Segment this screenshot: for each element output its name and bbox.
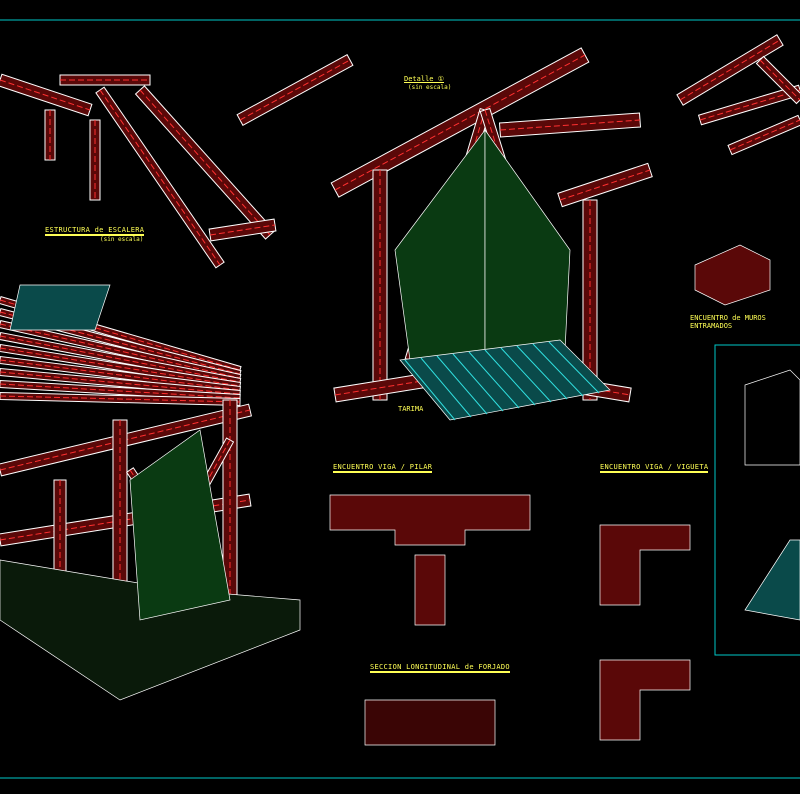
wood-grain — [0, 395, 241, 403]
wood-grain — [0, 347, 241, 387]
infill-walls — [0, 128, 571, 701]
wood-grain — [0, 335, 241, 383]
wood-grain — [759, 59, 800, 101]
timber-beam — [755, 55, 800, 105]
floorboard-label: TARIMA — [398, 405, 424, 413]
stair-title: ESTRUCTURA de ESCALERA — [45, 226, 145, 236]
joist-detail-1 — [599, 524, 691, 606]
floorboard-line — [548, 341, 600, 394]
wood-grain — [0, 79, 91, 111]
wood-grain — [0, 323, 241, 379]
walls-joint-subtitle: ENTRAMADOS — [690, 322, 733, 330]
walls-joint-title: ENCUENTRO de MUROS — [690, 314, 766, 322]
floorboards — [9, 284, 800, 621]
detail-scale: (sin escala) — [408, 84, 452, 91]
stair-scale: (sin escala) — [100, 236, 144, 243]
roof-elevation — [744, 539, 800, 621]
infill-wall-right — [484, 128, 571, 351]
floorboard-line — [452, 353, 504, 412]
elevation-viewport — [714, 344, 800, 656]
floorboard-line — [532, 343, 584, 397]
detail-title: Detalle ① — [404, 75, 444, 83]
infill-wall-front — [129, 429, 231, 621]
floorboard-line — [516, 345, 568, 400]
building-elevation — [744, 369, 800, 466]
wood-grain — [239, 59, 351, 121]
timber-beam — [498, 112, 642, 138]
beam-section — [329, 494, 531, 546]
floorboard-line — [420, 357, 472, 418]
wood-grain — [729, 119, 800, 151]
wood-grain — [334, 54, 586, 191]
wood-grain — [0, 359, 241, 391]
wall-joint-block — [694, 244, 771, 306]
wood-grain — [559, 169, 651, 201]
beam-joist-title: ENCUENTRO VIGA / VIGUETA — [600, 463, 709, 473]
pillar-section — [414, 554, 446, 626]
tarima — [399, 339, 611, 421]
wood-grain — [99, 89, 221, 266]
wood-grain — [0, 371, 241, 395]
roof-deck-panel — [9, 284, 111, 331]
wood-grain — [499, 119, 641, 131]
timber-beam — [236, 54, 354, 126]
timber-beam — [372, 169, 388, 401]
floorboard-line — [500, 347, 552, 403]
wood-grain — [139, 89, 271, 236]
timber-beam — [330, 47, 590, 198]
floorboard-line — [484, 349, 536, 406]
infill-wall-left — [394, 128, 486, 361]
floorboard-line — [468, 351, 520, 409]
floorboard-line — [404, 359, 456, 421]
timber-beam — [697, 84, 800, 126]
floor-section-title: SECCION LONGITUDINAL de FORJADO — [370, 663, 510, 673]
wood-grain — [0, 383, 241, 399]
timber-beam — [95, 86, 225, 269]
floorboard-line — [436, 355, 488, 415]
joist-detail-2 — [599, 659, 691, 741]
wood-grain — [679, 39, 781, 101]
wood-grain — [209, 224, 276, 236]
timber-beam — [44, 109, 56, 161]
beam-pillar-title: ENCUENTRO VIGA / PILAR — [333, 463, 433, 473]
floor-section — [364, 699, 496, 746]
